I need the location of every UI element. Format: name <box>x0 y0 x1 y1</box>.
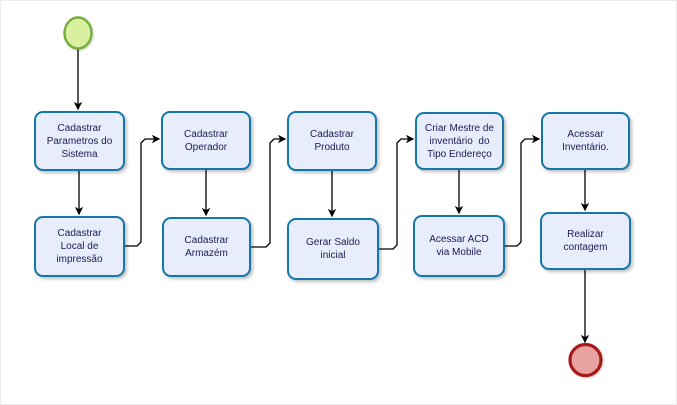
task-label: Cadastrar Operador <box>184 128 228 153</box>
task-realizar-contagem: Realizar contagem <box>540 212 631 270</box>
task-label: Criar Mestre de inventário do Tipo Ender… <box>425 122 494 160</box>
task-label: Cadastrar Parametros do Sistema <box>46 122 113 160</box>
task-acessar-acd-mobile: Acessar ACD via Mobile <box>413 215 505 277</box>
task-label: Gerar Saldo inicial <box>306 237 360 261</box>
task-criar-mestre-inventario: Criar Mestre de inventário do Tipo Ender… <box>415 112 504 170</box>
edge-task2-to-task3 <box>125 134 161 247</box>
edge-task8-to-task9 <box>505 134 541 247</box>
task-label: Cadastrar Local de impressão <box>56 228 103 265</box>
end-event-circle <box>568 342 603 378</box>
task-label: Acessar Inventário. <box>562 129 609 153</box>
task-label: Cadastrar Armazém <box>184 235 229 259</box>
start-event-circle <box>63 16 93 50</box>
edge-task6-to-task7 <box>379 134 415 250</box>
task-acessar-inventario: Acessar Inventário. <box>541 112 630 170</box>
task-cadastrar-local-impressao: Cadastrar Local de impressão <box>34 216 125 277</box>
task-cadastrar-produto: Cadastrar Produto <box>287 111 377 171</box>
task-cadastrar-parametros-sistema: Cadastrar Parametros do Sistema <box>34 111 125 171</box>
task-cadastrar-operador: Cadastrar Operador <box>161 111 251 170</box>
task-gerar-saldo-inicial: Gerar Saldo inicial <box>287 218 379 280</box>
edge-task4-to-task5 <box>251 134 287 248</box>
task-label: Realizar contagem <box>563 229 608 253</box>
task-label: Cadastrar Produto <box>310 129 354 153</box>
task-cadastrar-armazem: Cadastrar Armazém <box>162 217 251 277</box>
task-label: Acessar ACD via Mobile <box>429 234 489 258</box>
